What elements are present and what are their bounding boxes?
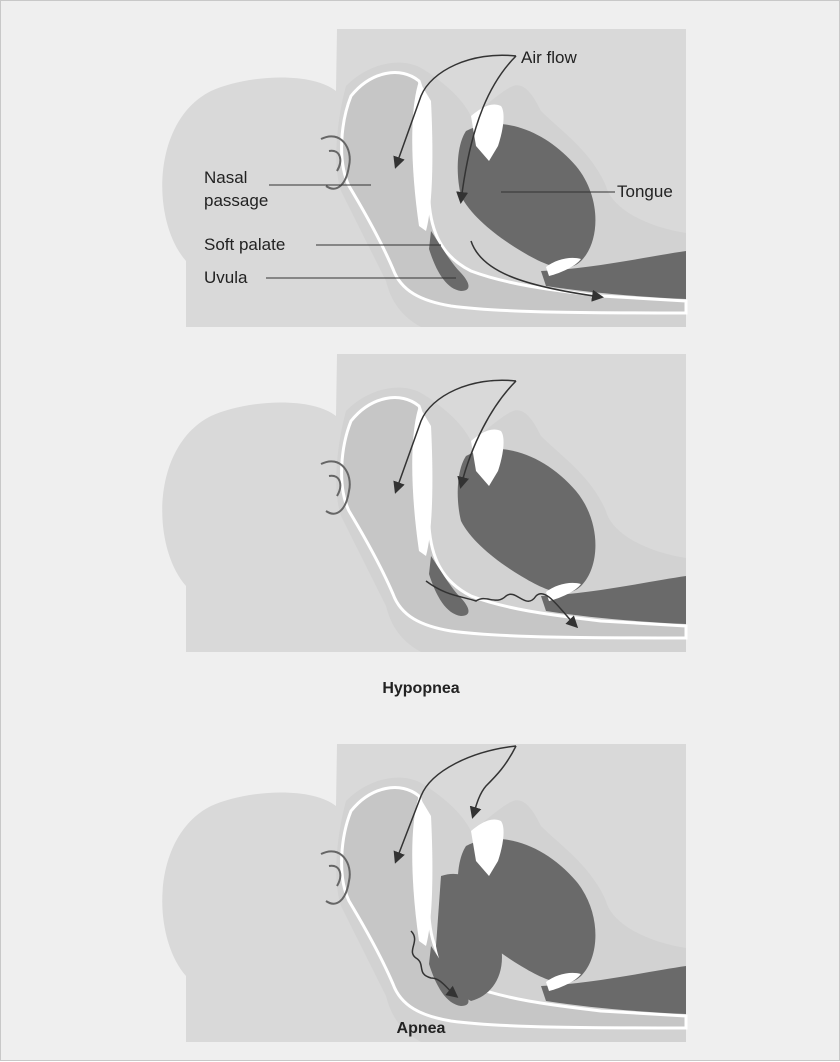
label-nasal-1: Nasal [204,168,247,187]
label-soft-palate: Soft palate [204,235,285,254]
panel-apnea [162,744,686,1042]
label-tongue: Tongue [617,182,673,201]
label-uvula: Uvula [204,268,248,287]
panel-normal: Air flow Nasal passage Soft palate Uvula… [162,29,686,327]
label-nasal-2: passage [204,191,268,210]
label-air-flow: Air flow [521,48,577,67]
panel-hypopnea [162,354,686,652]
caption-hypopnea: Hypopnea [382,680,459,697]
caption-apnea: Apnea [397,1020,446,1037]
